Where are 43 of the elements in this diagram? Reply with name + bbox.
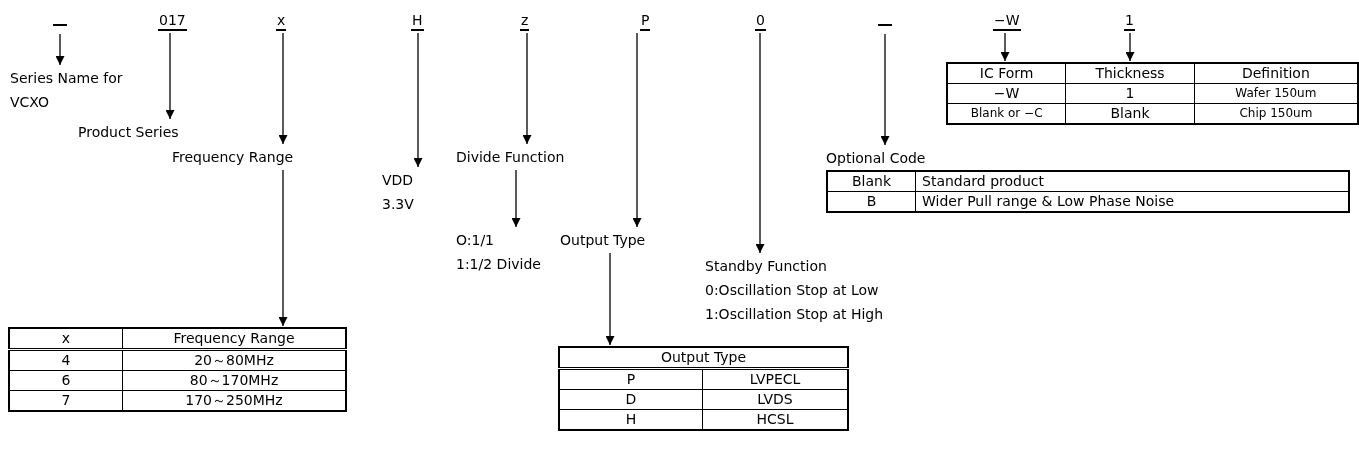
- field-description: Series Name for VCXO: [10, 69, 124, 112]
- arrow: [880, 33, 890, 146]
- arrow: [278, 169, 288, 327]
- table-cell: IC Form: [947, 63, 1066, 84]
- table-cell: P: [559, 368, 703, 390]
- table-heading: Optional Code: [826, 149, 927, 168]
- table-cell: Blank: [827, 171, 916, 192]
- part-code: H: [411, 11, 424, 31]
- arrow: [413, 32, 423, 168]
- field-description: VDD 3.3V: [382, 171, 415, 214]
- arrow: [278, 32, 288, 145]
- table-cell: x: [9, 328, 123, 350]
- part-code: 017: [158, 11, 187, 31]
- arrow: [605, 252, 615, 346]
- field-description: Frequency Range: [172, 148, 294, 167]
- option-text: 1:Oscillation Stop at High: [705, 305, 884, 324]
- arrow: [1125, 32, 1135, 62]
- table-cell: 6: [9, 370, 123, 391]
- arrow: [632, 32, 642, 228]
- part-code: P: [640, 11, 651, 31]
- table-cell: 1: [1065, 83, 1195, 104]
- field-description: Standby Function: [705, 257, 828, 276]
- arrow: [755, 32, 765, 254]
- option-text: 0:Oscillation Stop at Low: [705, 281, 880, 300]
- field-description: Product Series: [78, 123, 179, 142]
- arrow: [1000, 32, 1010, 62]
- field-description: Divide Function: [456, 148, 565, 167]
- arrow: [165, 32, 175, 120]
- field-description: Output Type: [560, 231, 646, 250]
- table-cell: 4: [9, 349, 123, 371]
- table-cell: D: [559, 389, 703, 410]
- part-code: x: [276, 11, 287, 31]
- arrow: [522, 32, 532, 145]
- arrow: [55, 33, 65, 66]
- part-code: −W: [993, 11, 1021, 31]
- field-description: O:1/1: [456, 231, 496, 250]
- part-code: z: [520, 11, 530, 31]
- table-cell: Thickness: [1065, 63, 1195, 84]
- part-code: 1: [1124, 11, 1135, 31]
- part-code: 0: [755, 11, 766, 31]
- table-cell: −W: [947, 83, 1066, 104]
- option-text: 1:1/2 Divide: [456, 255, 541, 274]
- arrow: [511, 169, 521, 228]
